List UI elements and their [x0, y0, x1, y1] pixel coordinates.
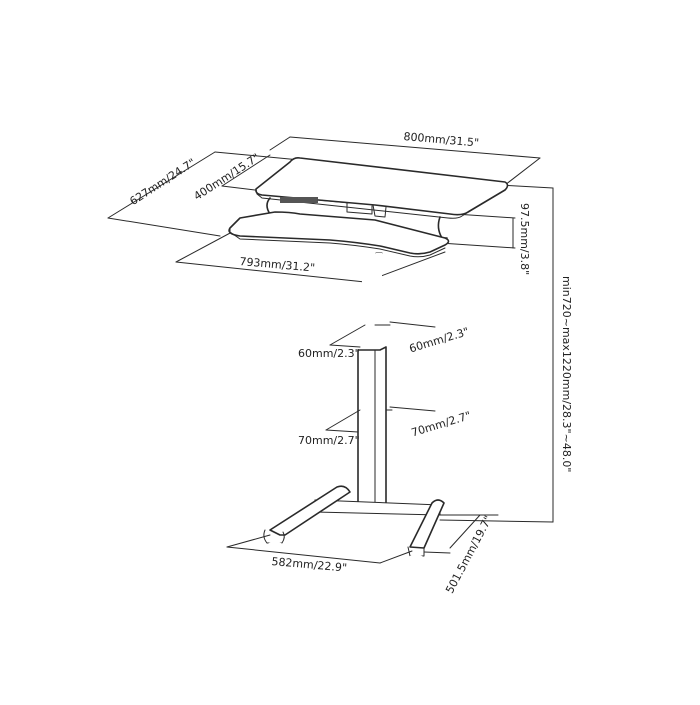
dim-height-lines — [439, 184, 554, 523]
label-upper-column-width: 60mm/2.3" — [298, 347, 360, 360]
base — [263, 485, 445, 559]
keyboard-slot — [280, 197, 318, 203]
label-height-range: min720~max1220mm/28.3"~48.0" — [560, 276, 573, 473]
dim-top-depth-lines — [221, 154, 271, 191]
dim-top-width-lines — [269, 136, 541, 186]
desktop-top — [255, 157, 509, 239]
dim-lower-column-lines — [325, 406, 436, 433]
dim-tray-offset-lines — [439, 213, 516, 249]
label-tray-offset: 97.5mm/3.8" — [518, 203, 531, 276]
dim-upper-column-lines — [329, 321, 436, 348]
keyboard-tray — [228, 211, 450, 258]
dim-overall-depth-lines — [107, 151, 301, 237]
dim-base-lines — [226, 514, 499, 564]
label-lower-column-width: 70mm/2.7" — [298, 434, 360, 447]
column — [357, 252, 387, 506]
